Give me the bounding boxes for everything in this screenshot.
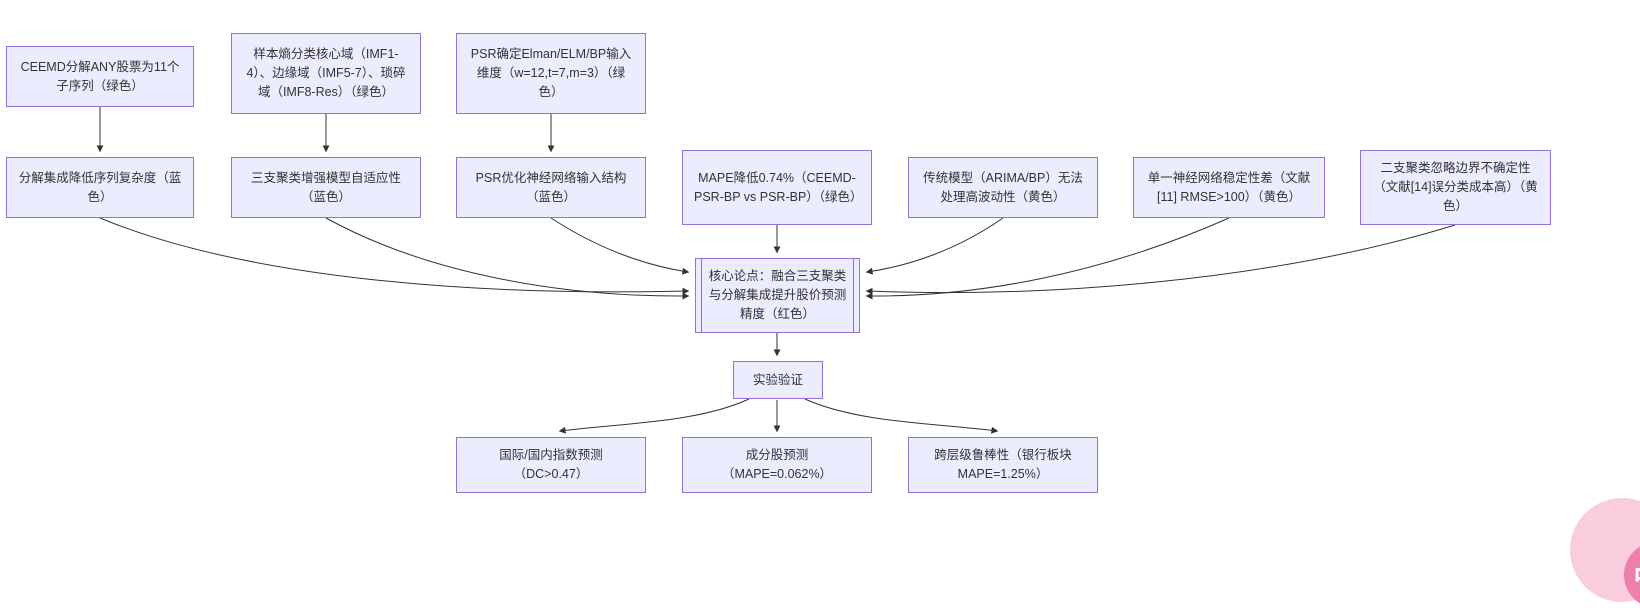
translate-badge[interactable]: 中A xyxy=(1570,498,1640,608)
node-index-prediction: 国际/国内指数预测（DC>0.47） xyxy=(456,437,646,493)
node-ceemd-decompose: CEEMD分解ANY股票为11个子序列（绿色） xyxy=(6,46,194,107)
node-reduce-complexity: 分解集成降低序列复杂度（蓝色） xyxy=(6,157,194,218)
node-single-nn-instability: 单一神经网络稳定性差（文献[11] RMSE>100）（黄色） xyxy=(1133,157,1325,218)
node-experiment: 实验验证 xyxy=(733,361,823,399)
node-psr-structure: PSR优化神经网络输入结构（蓝色） xyxy=(456,157,646,218)
edge-experiment-to-index xyxy=(558,398,750,434)
edge-adaptive-to-core xyxy=(325,217,690,300)
node-constituent-prediction: 成分股预测（MAPE=0.062%） xyxy=(682,437,872,493)
node-three-way-adaptive: 三支聚类增强模型自适应性（蓝色） xyxy=(231,157,421,218)
edge-complexity-to-core xyxy=(99,217,690,295)
node-traditional-limit: 传统模型（ARIMA/BP）无法处理高波动性（黄色） xyxy=(908,157,1098,218)
node-robustness: 跨层级鲁棒性（银行板块 MAPE=1.25%） xyxy=(908,437,1098,493)
node-mape-reduction: MAPE降低0.74%（CEEMD-PSR-BP vs PSR-BP）（绿色） xyxy=(682,150,872,225)
node-core-thesis: 核心论点：融合三支聚类与分解集成提升股价预测精度（红色） xyxy=(695,258,860,333)
node-two-way-limit: 二支聚类忽略边界不确定性（文献[14]误分类成本高）（黄色） xyxy=(1360,150,1551,225)
node-sample-entropy: 样本熵分类核心域（IMF1-4）、边缘域（IMF5-7）、琐碎域（IMF8-Re… xyxy=(231,33,421,114)
node-psr-dimension: PSR确定Elman/ELM/BP输入维度（w=12,t=7,m=3）（绿色） xyxy=(456,33,646,114)
edge-experiment-to-robustness xyxy=(804,398,999,434)
translate-badge-icon[interactable]: 中A xyxy=(1624,542,1640,608)
edge-twoway-to-core xyxy=(865,224,1456,295)
edge-singlenn-to-core xyxy=(865,217,1230,300)
edge-traditional-to-core xyxy=(865,217,1004,275)
edge-psrstruct-to-core xyxy=(550,217,690,275)
flowchart-canvas: CEEMD分解ANY股票为11个子序列（绿色） 样本熵分类核心域（IMF1-4）… xyxy=(6,33,1640,608)
